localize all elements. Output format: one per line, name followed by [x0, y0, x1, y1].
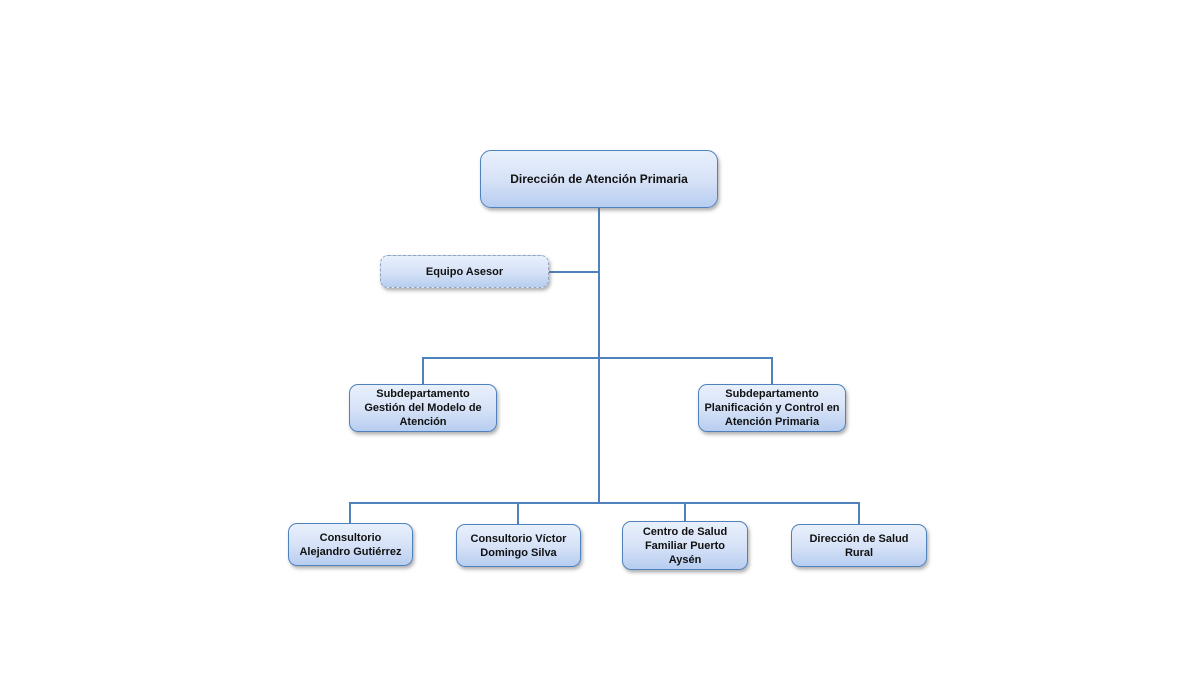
- connector-level3-horizontal: [349, 502, 860, 504]
- connector-drop-salud-rural: [858, 502, 860, 524]
- connector-drop-sub-planificacion: [771, 357, 773, 384]
- connector-root-vertical: [598, 207, 600, 504]
- connector-advisor-horizontal: [548, 271, 599, 273]
- node-label: Centro de Salud Familiar Puerto Aysén: [642, 525, 728, 566]
- node-label: Consultorio Alejandro Gutiérrez: [299, 531, 402, 558]
- node-label: Subdepartamento Planificación y Control …: [704, 388, 840, 428]
- node-label: Equipo Asesor: [425, 265, 504, 278]
- node-direccion-atencion-primaria: Dirección de Atención Primaria: [480, 150, 718, 208]
- node-direccion-salud-rural: Dirección de Salud Rural: [791, 524, 927, 567]
- node-centro-salud-familiar-puerto-aysen: Centro de Salud Familiar Puerto Aysén: [622, 521, 748, 570]
- node-label: Dirección de Salud Rural: [809, 532, 909, 559]
- connector-drop-consultorio-silva: [517, 502, 519, 524]
- node-consultorio-victor-domingo-silva: Consultorio Víctor Domingo Silva: [456, 524, 581, 567]
- connector-drop-consultorio-gutierrez: [349, 502, 351, 523]
- node-subdepartamento-gestion-modelo-atencion: Subdepartamento Gestión del Modelo de At…: [349, 384, 497, 432]
- connector-drop-sub-gestion: [422, 357, 424, 384]
- node-subdepartamento-planificacion-control: Subdepartamento Planificación y Control …: [698, 384, 846, 432]
- node-label: Dirección de Atención Primaria: [510, 171, 688, 186]
- connector-level2-horizontal: [422, 357, 773, 359]
- connector-drop-cesfam-puerto-aysen: [684, 502, 686, 521]
- node-equipo-asesor: Equipo Asesor: [380, 255, 549, 288]
- node-label: Subdepartamento Gestión del Modelo de At…: [364, 388, 482, 428]
- node-label: Consultorio Víctor Domingo Silva: [470, 532, 567, 559]
- node-consultorio-alejandro-gutierrez: Consultorio Alejandro Gutiérrez: [288, 523, 413, 566]
